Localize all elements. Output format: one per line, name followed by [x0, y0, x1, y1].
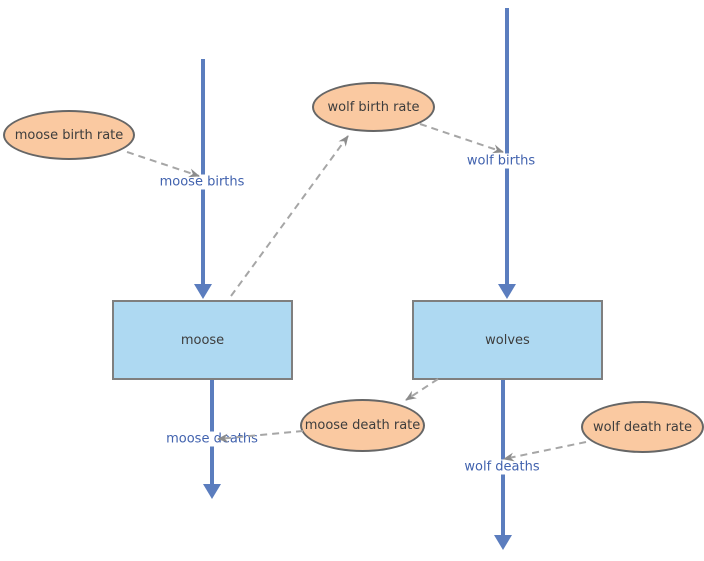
flow-label-moose-births[interactable]: moose births [157, 174, 247, 190]
flow-arrowhead-wolf-births [498, 284, 516, 299]
variable-moose-birth-rate-label: moose birth rate [14, 127, 124, 143]
variable-wolf-death-rate-label: wolf death rate [593, 419, 692, 435]
stock-wolves-label: wolves [485, 332, 530, 348]
flow-arrowhead-moose-deaths [203, 484, 221, 499]
flow-label-wolf-births[interactable]: wolf births [464, 153, 538, 169]
flow-arrowhead-moose-births [194, 284, 212, 299]
variable-wolf-death-rate[interactable]: wolf death rate [581, 401, 704, 453]
flow-label-moose-deaths[interactable]: moose deaths [164, 431, 260, 447]
stock-wolves[interactable]: wolves [412, 300, 603, 380]
variable-moose-death-rate-label: moose death rate [304, 418, 421, 433]
variable-wolf-birth-rate-label: wolf birth rate [327, 99, 420, 115]
stock-moose-label: moose [180, 332, 225, 348]
flow-arrowhead-wolf-deaths [494, 535, 512, 550]
variable-moose-death-rate[interactable]: moose death rate [300, 399, 425, 452]
stock-moose[interactable]: moose [112, 300, 293, 380]
variable-moose-birth-rate[interactable]: moose birth rate [3, 110, 135, 160]
variable-wolf-birth-rate[interactable]: wolf birth rate [312, 82, 435, 132]
flow-label-wolf-deaths[interactable]: wolf deaths [462, 459, 542, 475]
